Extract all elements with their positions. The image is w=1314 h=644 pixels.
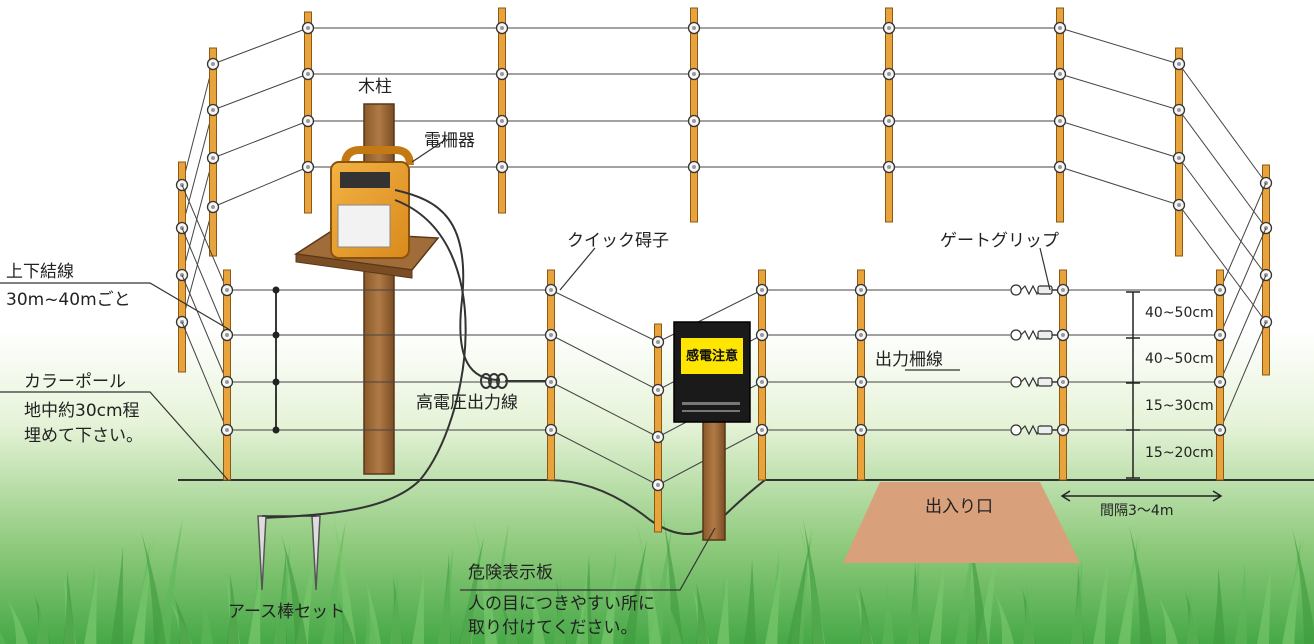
label-wooden-post: 木柱: [358, 77, 392, 97]
spacing-label-1: 40~50cm: [1145, 305, 1214, 321]
spacing-label-3: 15~30cm: [1145, 398, 1214, 414]
label-quick-insulator: クイック碍子: [567, 231, 669, 251]
wire-spacing-dimension: [1126, 291, 1140, 479]
label-hv-output-wire: 高電圧出力線: [416, 393, 518, 413]
label-color-pole: カラーポール: [24, 372, 126, 392]
earth-cable: [261, 199, 467, 519]
label-pole-spacing: 間隔3～4m: [1100, 503, 1174, 519]
label-entrance: 出入り口: [925, 497, 993, 517]
label-burial-depth-1: 地中約30cm程: [24, 401, 140, 421]
leader-lines: [0, 139, 1051, 591]
gate-grips: [1010, 284, 1058, 436]
sign-text: 感電注意: [685, 349, 738, 364]
warning-sign: [673, 321, 751, 541]
label-energizer: 電柵器: [424, 131, 475, 151]
back-fence-wires: [181, 27, 1267, 323]
label-vertical-tie-line: 上下結線: [6, 262, 74, 282]
label-output-fence-wire: 出力柵線: [875, 350, 943, 370]
label-warning-note-2: 取り付けてください。: [468, 618, 638, 638]
label-warning-board: 危険表示板: [468, 563, 553, 583]
earth-rods: [257, 515, 321, 591]
label-gate-grip: ゲートグリップ: [940, 231, 1059, 251]
label-warning-note-1: 人の目につきやすい所に: [468, 594, 655, 614]
entrance-ground: [843, 482, 1080, 563]
label-vertical-tie-interval: 30m~40mごと: [6, 290, 131, 310]
ground-line: [178, 479, 1314, 535]
spacing-label-4: 15~20cm: [1145, 445, 1214, 461]
hv-output-cable: [394, 189, 501, 381]
front-fence-poles: [220, 269, 1227, 533]
back-fence-poles: [175, 7, 1273, 376]
spacing-label-2: 40~50cm: [1145, 351, 1214, 367]
label-earth-rod-set: アース棒セット: [228, 602, 346, 622]
energizer-box: [330, 146, 414, 259]
pole-spacing-dimension: [1060, 490, 1223, 502]
label-burial-depth-2: 埋めて下さい。: [24, 426, 143, 446]
vertical-tie-line: [272, 286, 280, 434]
